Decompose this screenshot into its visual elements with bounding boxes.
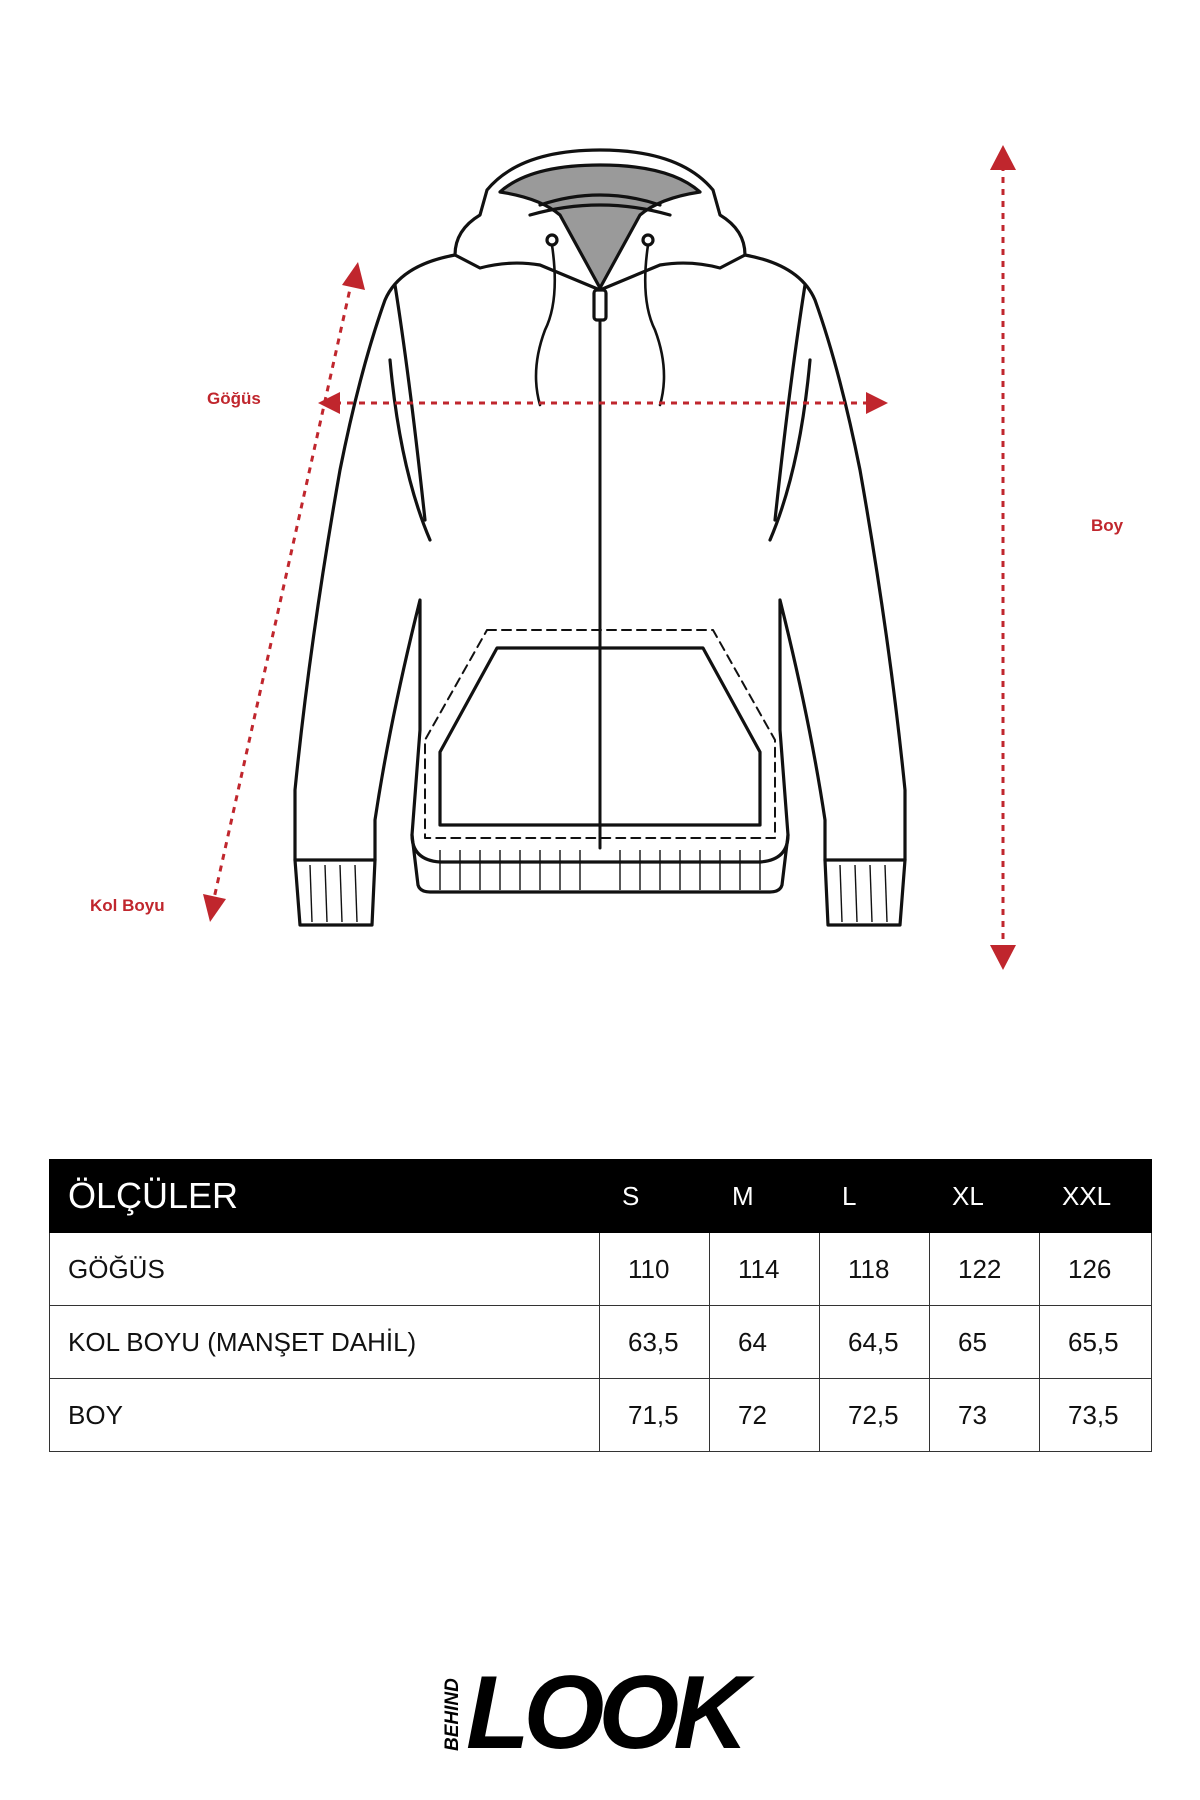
- body-length-label: Boy: [1091, 516, 1124, 535]
- chest-arrow-left: [318, 392, 340, 414]
- cell-value: 118: [819, 1232, 930, 1306]
- waistband: [410, 833, 790, 894]
- cell-value: 72,5: [819, 1378, 930, 1452]
- body-outline: [293, 253, 907, 864]
- cell-value: 64: [709, 1305, 820, 1379]
- size-header: XL: [929, 1159, 1040, 1233]
- cell-value: 72: [709, 1378, 820, 1452]
- cell-value: 73: [929, 1378, 1040, 1452]
- cell-value: 122: [929, 1232, 1040, 1306]
- cell-value: 65: [929, 1305, 1040, 1379]
- brand-logo-large: LOOK: [466, 1656, 755, 1756]
- length-arrow-bottom: [990, 945, 1016, 970]
- brand-logo: BEHIND LOOK: [442, 1656, 761, 1756]
- hood-lining: [498, 163, 702, 290]
- chest-label: Göğüs: [207, 389, 261, 408]
- hood-outline: [453, 148, 747, 292]
- pocket: [438, 646, 762, 827]
- chest-arrow-right: [866, 392, 888, 414]
- table-row: BOY 71,5 72 72,5 73 73,5: [49, 1378, 1152, 1452]
- sleeve-measure-line: [211, 279, 354, 904]
- row-label: BOY: [49, 1378, 600, 1452]
- cell-value: 64,5: [819, 1305, 930, 1379]
- cell-value: 71,5: [599, 1378, 710, 1452]
- size-header: M: [709, 1159, 820, 1233]
- cell-value: 110: [599, 1232, 710, 1306]
- size-header: L: [819, 1159, 930, 1233]
- length-arrow-top: [990, 145, 1016, 170]
- table-title: ÖLÇÜLER: [49, 1159, 600, 1233]
- right-cuff: [823, 858, 907, 927]
- hoodie-measurement-diagram: [203, 145, 1016, 970]
- brand-logo-small: BEHIND: [442, 1678, 463, 1751]
- size-chart-table: ÖLÇÜLER S M L XL XXL GÖĞÜS 110 114 118 1…: [49, 1159, 1152, 1452]
- table-header-row: ÖLÇÜLER S M L XL XXL: [49, 1159, 1152, 1233]
- table-row: KOL BOYU (MANŞET DAHİL) 63,5 64 64,5 65 …: [49, 1305, 1152, 1379]
- sleeve-length-label: Kol Boyu: [90, 896, 165, 915]
- row-label: KOL BOYU (MANŞET DAHİL): [49, 1305, 600, 1379]
- size-header: XXL: [1039, 1159, 1152, 1233]
- cell-value: 63,5: [599, 1305, 710, 1379]
- cell-value: 114: [709, 1232, 820, 1306]
- cell-value: 65,5: [1039, 1305, 1152, 1379]
- cell-value: 73,5: [1039, 1378, 1152, 1452]
- left-cuff: [293, 858, 377, 927]
- table-row: GÖĞÜS 110 114 118 122 126: [49, 1232, 1152, 1306]
- size-header: S: [599, 1159, 710, 1233]
- sleeve-arrow-top: [342, 262, 365, 290]
- sleeve-arrow-bottom: [203, 894, 226, 922]
- row-label: GÖĞÜS: [49, 1232, 600, 1306]
- cell-value: 126: [1039, 1232, 1152, 1306]
